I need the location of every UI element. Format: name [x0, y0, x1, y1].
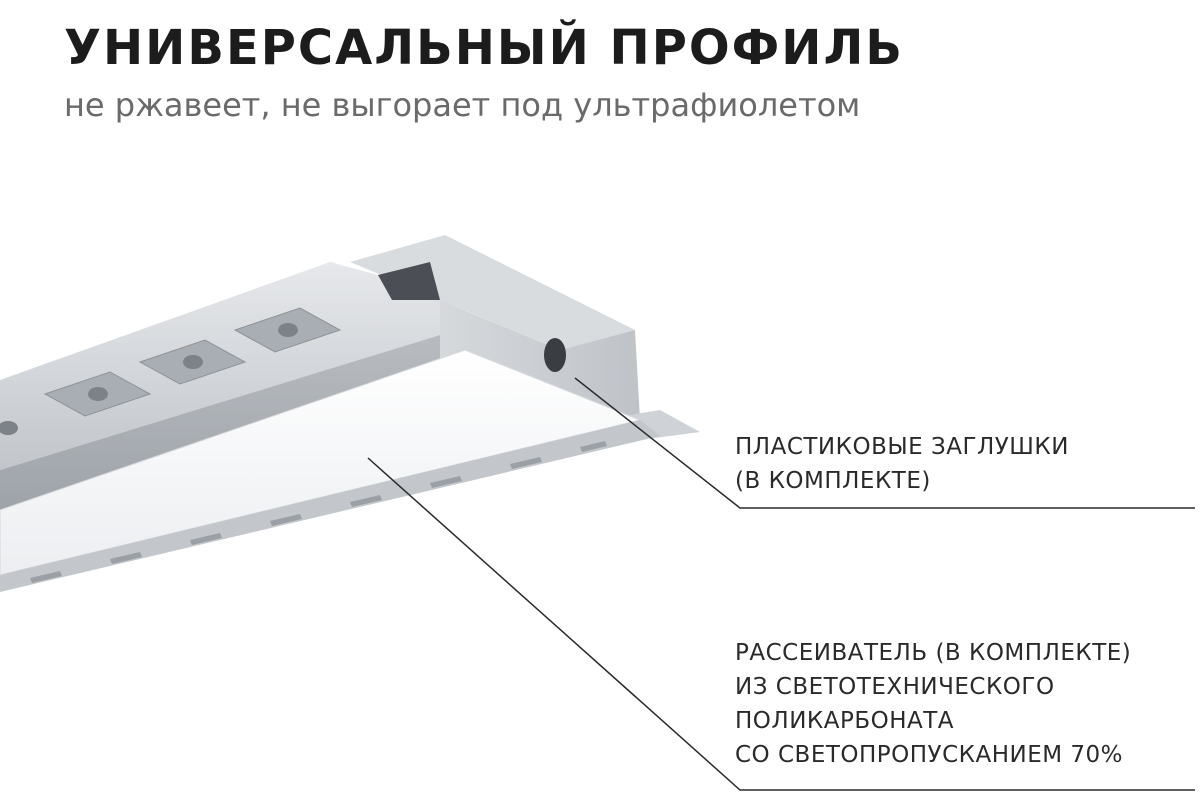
profile-bottom-edge: [0, 420, 660, 592]
callout-diffuser-line4: СО СВЕТОПРОПУСКАНИЕМ 70%: [735, 742, 1124, 768]
callout-plugs-line1: ПЛАСТИКОВЫЕ ЗАГЛУШКИ: [735, 434, 1069, 460]
callout-diffuser-line1: РАССЕИВАТЕЛЬ (В КОМПЛЕКТЕ): [735, 640, 1132, 666]
leader-line-plugs: [574, 377, 1195, 509]
page-title: УНИВЕРСАЛЬНЫЙ ПРОФИЛЬ: [64, 20, 904, 76]
end-cap-top: [350, 235, 635, 350]
callout-plugs-line2: (В КОМПЛЕКТЕ): [735, 468, 931, 494]
end-cap-slot: [378, 262, 440, 300]
profile-top-flange: [0, 262, 470, 470]
callout-diffuser: РАССЕИВАТЕЛЬ (В КОМПЛЕКТЕ) ИЗ СВЕТОТЕХНИ…: [735, 636, 1131, 772]
flange-holes: [0, 323, 298, 435]
end-cap-hole: [544, 338, 566, 372]
profile-inner-wall: [0, 335, 465, 510]
callout-diffuser-line3: ПОЛИКАРБОНАТА: [735, 708, 955, 734]
page-subtitle: не ржавеет, не выгорает под ультрафиолет…: [64, 86, 861, 124]
end-cap-face: [440, 300, 640, 430]
callout-diffuser-line2: ИЗ СВЕТОТЕХНИЧЕСКОГО: [735, 674, 1055, 700]
bottom-edge-slots: [30, 441, 607, 583]
callout-plastic-plugs: ПЛАСТИКОВЫЕ ЗАГЛУШКИ (В КОМПЛЕКТЕ): [735, 430, 1069, 498]
leader-line-diffuser: [367, 457, 1195, 791]
